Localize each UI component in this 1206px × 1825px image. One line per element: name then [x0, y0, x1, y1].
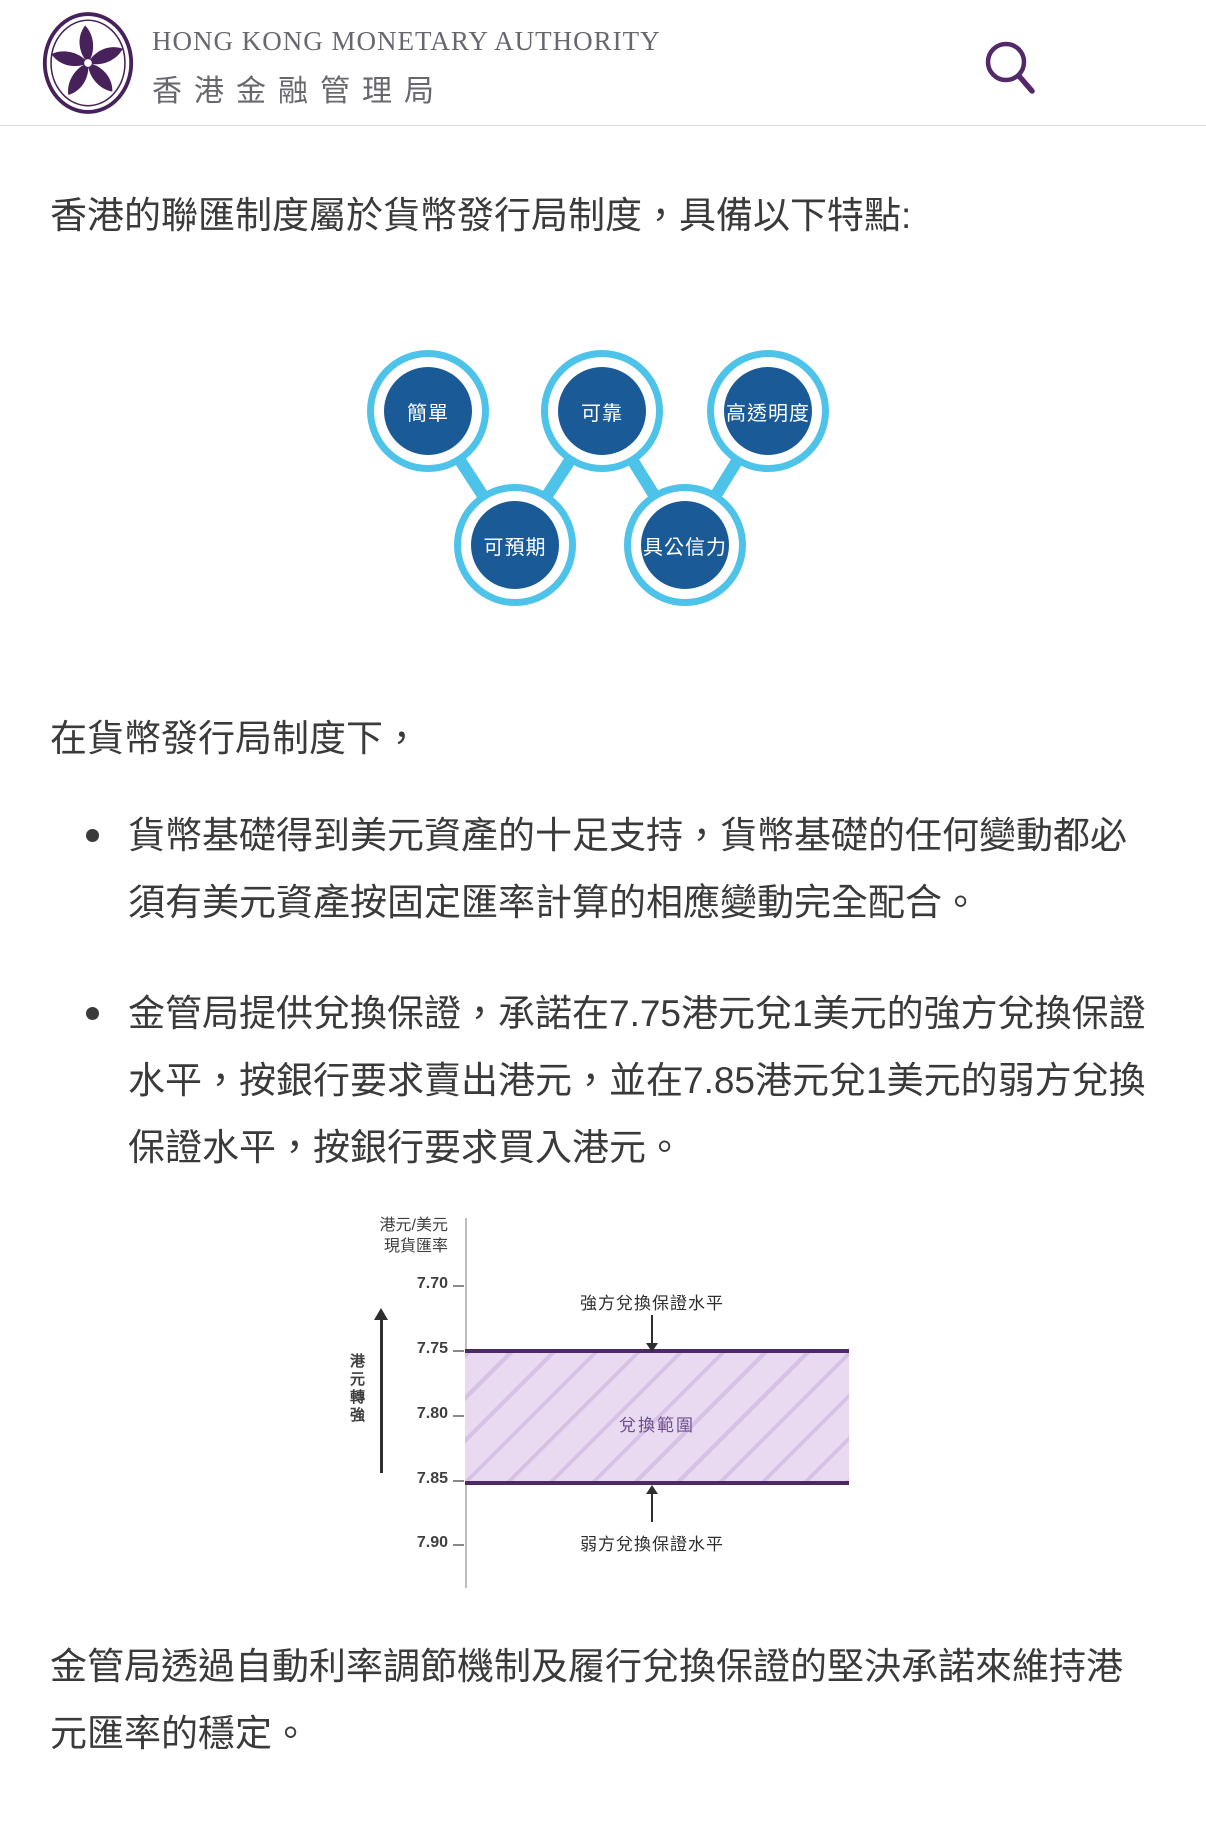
y-axis-title-line1: 港元/美元: [379, 1217, 448, 1234]
feature-circle-predictable: 可預期: [454, 484, 576, 606]
y-tick-7.75: 7.75: [416, 1340, 448, 1357]
bullet-item-convertibility-undertaking: 金管局提供兌換保證，承諾在7.75港元兌1美元的強方兌換保證水平，按銀行要求賣出…: [50, 980, 1156, 1181]
arrow-down-icon: [646, 1343, 658, 1352]
feature-label: 具公信力: [641, 501, 729, 589]
tick-mark: [453, 1415, 464, 1417]
convertibility-zone-band: [465, 1349, 849, 1485]
y-axis-title: 港元/美元 現貨匯率: [338, 1215, 448, 1257]
org-name-chinese: 香港金融管理局: [152, 75, 446, 108]
arrow-down-icon: [651, 1315, 653, 1343]
hkd-strengthens-arrow-icon: [374, 1308, 388, 1320]
y-tick-7.80: 7.80: [416, 1405, 448, 1422]
feature-circle-transparent: 高透明度: [707, 350, 829, 472]
currency-board-intro: 在貨幣發行局制度下，: [50, 718, 420, 759]
tick-mark: [453, 1285, 464, 1287]
feature-circle-simple: 簡單: [367, 350, 489, 472]
closing-paragraph: 金管局透過自動利率調節機制及履行兌換保證的堅決承諾來維持港元匯率的穩定。: [50, 1646, 1123, 1754]
y-axis-title-line2: 現貨匯率: [383, 1238, 448, 1255]
features-diagram: 簡單 可靠 高透明度 可預期 具公信力: [50, 343, 1156, 615]
y-tick-7.90: 7.90: [416, 1534, 448, 1551]
hkma-logo[interactable]: [40, 10, 136, 116]
weak-side-annotation: 弱方兌換保證水平: [580, 1535, 724, 1554]
feature-label: 簡單: [384, 367, 472, 455]
hkd-strengthens-arrow-icon: [380, 1319, 383, 1473]
exchange-rate-band-chart: 港元/美元 現貨匯率 7.70 7.75 7.80 7.85 7.90 兌換範圍…: [50, 1203, 1156, 1603]
menu-button[interactable]: [1097, 48, 1160, 108]
search-button[interactable]: [980, 38, 1040, 100]
hkd-strengthens-label: 港元轉強: [348, 1353, 365, 1425]
convertibility-zone-label: 兌換範圍: [619, 1416, 695, 1435]
feature-circle-credible: 具公信力: [624, 484, 746, 606]
bullet-list: 貨幣基礎得到美元資產的十足支持，貨幣基礎的任何變動都必須有美元資產按固定匯率計算…: [50, 802, 1156, 1181]
tick-mark: [453, 1544, 464, 1546]
bauhinia-logo-icon: [42, 12, 134, 114]
tick-mark: [453, 1480, 464, 1482]
y-tick-7.70: 7.70: [416, 1275, 448, 1292]
arrow-up-icon: [651, 1494, 653, 1522]
tick-mark: [453, 1350, 464, 1352]
search-icon: [985, 41, 1035, 94]
feature-label: 高透明度: [724, 367, 812, 455]
intro-paragraph: 香港的聯匯制度屬於貨幣發行局制度，具備以下特點:: [50, 195, 912, 236]
main-content: 香港的聯匯制度屬於貨幣發行局制度，具備以下特點: 簡單 可靠 高透明度: [0, 126, 1206, 1767]
strong-side-annotation: 強方兌換保證水平: [580, 1294, 724, 1313]
org-name-english: HONG KONG MONETARY AUTHORITY: [152, 26, 661, 56]
feature-label: 可預期: [471, 501, 559, 589]
org-names: HONG KONG MONETARY AUTHORITY 香港金融管理局: [152, 26, 661, 110]
site-header: HONG KONG MONETARY AUTHORITY 香港金融管理局: [0, 0, 1206, 126]
feature-circle-reliable: 可靠: [541, 350, 663, 472]
feature-label: 可靠: [558, 367, 646, 455]
y-tick-7.85: 7.85: [416, 1470, 448, 1487]
bullet-item-monetary-base: 貨幣基礎得到美元資產的十足支持，貨幣基礎的任何變動都必須有美元資產按固定匯率計算…: [50, 802, 1156, 936]
arrow-up-icon: [646, 1485, 658, 1494]
